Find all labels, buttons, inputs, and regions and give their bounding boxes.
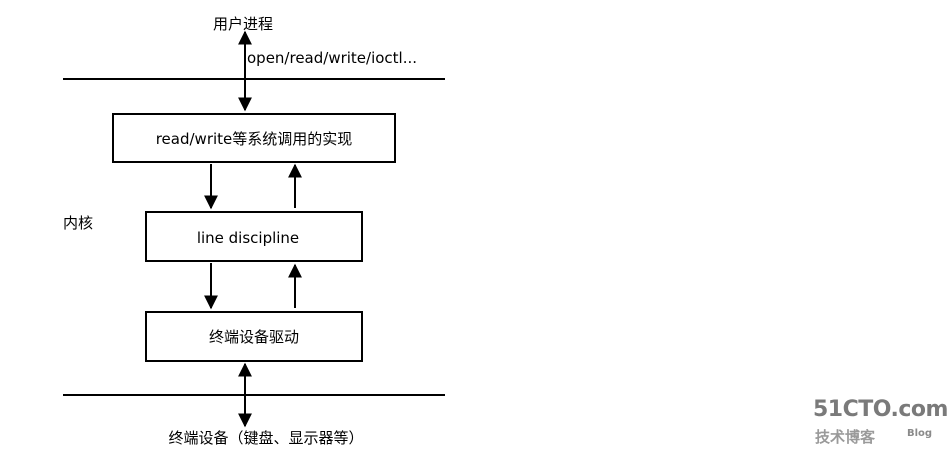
- watermark-subtitle: 技术博客: [815, 428, 876, 446]
- user-process-label: 用户进程: [213, 15, 273, 33]
- terminal-device-label: 终端设备（键盘、显示器等）: [168, 429, 363, 447]
- watermark: 51CTO.com 技术博客 Blog: [813, 397, 948, 446]
- kernel-label: 内核: [63, 214, 93, 232]
- terminal-driver-label: 终端设备驱动: [209, 328, 299, 346]
- line-discipline-box: [145, 211, 363, 262]
- syscalls-label: open/read/write/ioctl...: [247, 49, 417, 67]
- line-discipline-label: line discipline: [197, 229, 299, 247]
- terminal-driver-box: [145, 311, 363, 362]
- syscall-impl-box: [112, 113, 396, 163]
- watermark-site: 51CTO.com: [813, 397, 948, 422]
- syscall-impl-label: read/write等系统调用的实现: [156, 130, 353, 148]
- watermark-blog: Blog: [907, 428, 932, 439]
